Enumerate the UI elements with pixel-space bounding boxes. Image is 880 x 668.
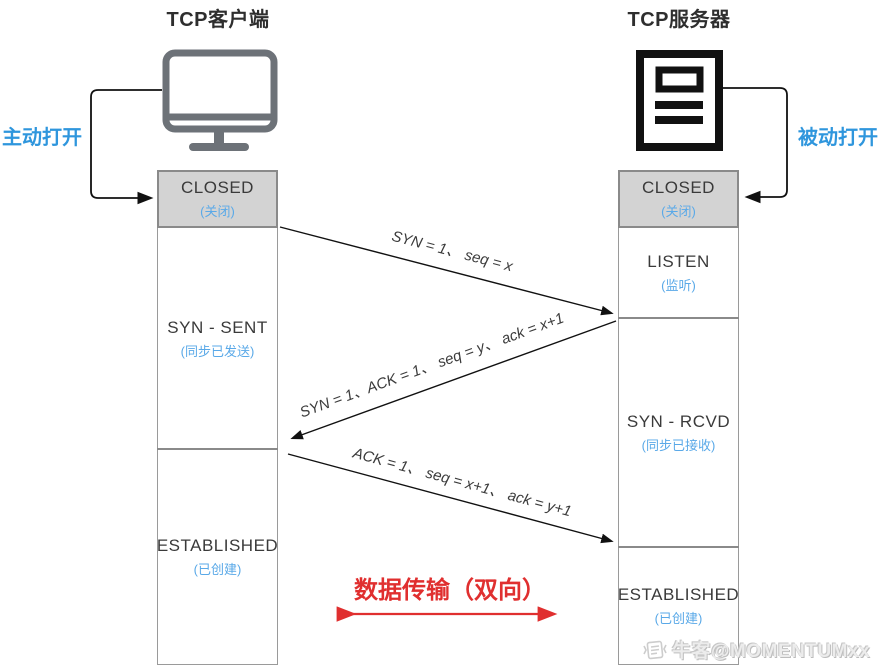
- server-divider-1: [618, 317, 739, 319]
- server-state-closed: CLOSED (关闭): [618, 170, 739, 228]
- state-name: SYN - RCVD: [626, 411, 731, 431]
- syn-arrow: SYN = 1、 seq = x: [279, 226, 614, 316]
- state-zh: (关闭): [200, 204, 235, 219]
- state-name: CLOSED: [181, 178, 254, 197]
- monitor-icon: [162, 49, 278, 151]
- active-open-connector: [90, 89, 162, 205]
- client-open-label: 主动打开: [2, 127, 82, 149]
- client-divider: [157, 448, 278, 450]
- syn-ack-arrow-label: SYN = 1、ACK = 1、 seq = y、 ack = x+1: [297, 310, 566, 422]
- state-zh: (关闭): [661, 204, 696, 219]
- server-title: TCP服务器: [627, 9, 731, 31]
- server-state-listen: LISTEN (监听): [619, 229, 738, 317]
- watermark-text: 牛客@MOMENTUMxx: [672, 641, 871, 662]
- ack-arrow-label: ACK = 1、 seq = x+1、 ack = y+1: [350, 444, 573, 520]
- state-name: ESTABLISHED: [617, 585, 740, 604]
- client-timeline: CLOSED (关闭) SYN - SENT (同步已发送) ESTABLISH…: [157, 170, 278, 665]
- client-state-syn-sent: SYN - SENT (同步已发送): [158, 229, 277, 448]
- syn-ack-arrow: SYN = 1、ACK = 1、 seq = y、 ack = x+1: [290, 310, 617, 440]
- state-name: ESTABLISHED: [156, 536, 279, 555]
- server-timeline: CLOSED (关闭) LISTEN (监听) SYN - RCVD (同步已接…: [618, 170, 739, 665]
- server-state-established: ESTABLISHED (已创建): [617, 548, 740, 664]
- client-title: TCP客户端: [166, 9, 270, 31]
- server-state-syn-rcvd: SYN - RCVD (同步已接收): [619, 319, 738, 546]
- state-name: SYN - SENT: [167, 317, 268, 337]
- client-state-established: ESTABLISHED (已创建): [156, 450, 279, 664]
- watermark: 牛客@MOMENTUMxx: [642, 636, 870, 663]
- state-zh: (同步已接收): [641, 437, 716, 453]
- document-icon: [636, 50, 723, 151]
- server-divider-2: [618, 546, 739, 548]
- state-zh: (已创建): [193, 562, 242, 577]
- niuke-logo-icon: [643, 640, 667, 659]
- state-zh: (监听): [661, 278, 696, 293]
- ack-arrow: ACK = 1、 seq = x+1、 ack = y+1: [287, 444, 614, 544]
- state-zh: (已创建): [654, 611, 703, 626]
- data-transfer-label: 数据传输（双向）: [354, 577, 546, 604]
- state-zh: (同步已发送): [180, 343, 255, 359]
- client-state-closed: CLOSED (关闭): [157, 170, 278, 228]
- server-open-label: 被动打开: [798, 127, 878, 149]
- state-name: CLOSED: [642, 178, 715, 197]
- syn-arrow-label: SYN = 1、 seq = x: [390, 228, 515, 276]
- state-name: LISTEN: [647, 252, 710, 271]
